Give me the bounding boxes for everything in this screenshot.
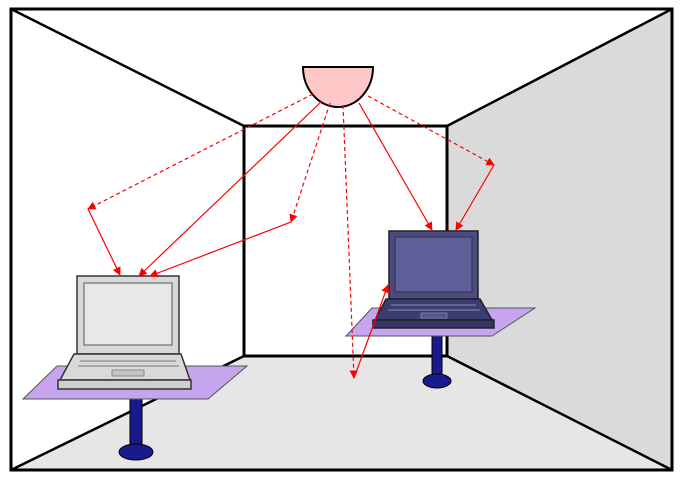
- room-frame: [9, 7, 674, 472]
- ray-reflected-5-out: [367, 95, 495, 166]
- table-left-pole: [129, 395, 143, 449]
- floor: [11, 356, 672, 470]
- laptop-right-base: [372, 319, 495, 329]
- ray-reflected-2-in: [149, 221, 292, 278]
- right-wall: [447, 9, 672, 470]
- ray-reflected-5-in: [455, 164, 495, 231]
- room-edge-top-right: [446, 7, 673, 128]
- laptop-left: [57, 275, 192, 390]
- ceiling-light-source: [301, 66, 375, 108]
- table-left-base: [118, 443, 154, 461]
- room-edge-top-left: [10, 7, 245, 128]
- table-right-pole: [431, 335, 443, 378]
- ray-direct-1: [138, 100, 323, 277]
- room-edge-bottom-right: [446, 354, 673, 472]
- ray-reflected-1-out: [87, 93, 314, 210]
- laptop-left-touchpad: [111, 369, 145, 377]
- ray-reflected-1-in: [87, 208, 121, 276]
- laptop-left-screen: [83, 282, 173, 346]
- laptop-left-base: [57, 379, 192, 390]
- laptop-right-screen: [394, 236, 473, 293]
- light-rays: [87, 93, 495, 379]
- table-right-base: [422, 373, 452, 389]
- ray-reflected-4-in: [353, 284, 390, 379]
- laptop-right: [372, 230, 495, 329]
- laptop-right-touchpad: [420, 312, 448, 319]
- ray-direct-2: [358, 102, 433, 231]
- ray-reflected-3-out: [342, 104, 358, 379]
